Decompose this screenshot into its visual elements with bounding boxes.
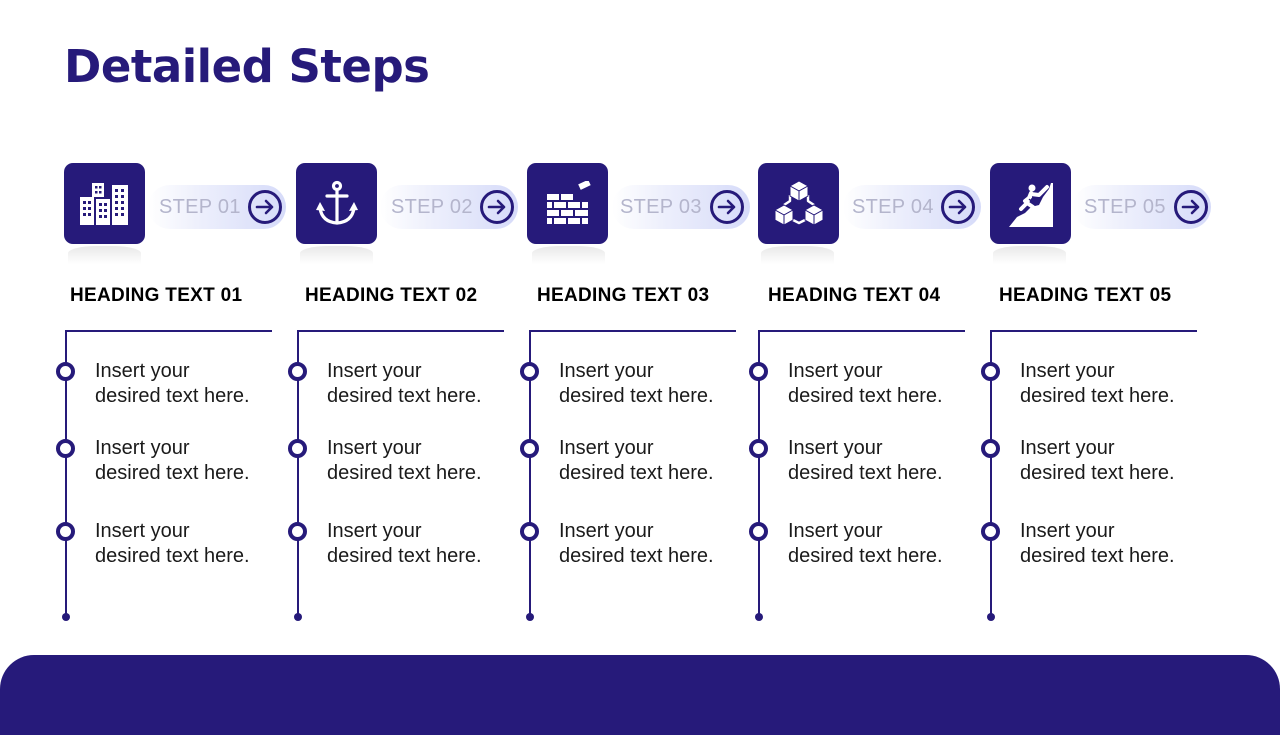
bullet-marker	[981, 522, 1000, 541]
timeline-line	[758, 330, 760, 617]
climber-icon	[1008, 182, 1053, 227]
bullet-marker	[520, 362, 539, 381]
timeline-end-dot	[294, 613, 302, 621]
bullet-marker	[288, 362, 307, 381]
next-step-button[interactable]	[710, 190, 744, 224]
divider-line	[65, 330, 272, 332]
arrow-right-icon	[487, 199, 506, 215]
divider-line	[758, 330, 965, 332]
bullet-marker	[288, 522, 307, 541]
step-heading: HEADING TEXT 04	[768, 285, 941, 306]
anchor-icon	[315, 180, 358, 225]
icon-reflection	[761, 246, 834, 264]
timeline-end-dot	[755, 613, 763, 621]
timeline-line	[65, 330, 67, 617]
bullet-marker	[520, 439, 539, 458]
page-title: Detailed Steps	[64, 40, 430, 93]
step-icon-tile	[990, 163, 1071, 244]
bullet-marker	[749, 362, 768, 381]
brick-wall-icon	[546, 180, 591, 224]
timeline-line	[990, 330, 992, 617]
step-label: STEP 02	[391, 196, 473, 218]
bullet-marker	[749, 439, 768, 458]
step-icon-tile	[758, 163, 839, 244]
arrow-right-icon	[948, 199, 967, 215]
arrow-right-icon	[255, 199, 274, 215]
divider-line	[297, 330, 504, 332]
bullet-marker	[981, 439, 1000, 458]
bullet-marker	[56, 522, 75, 541]
timeline-end-dot	[526, 613, 534, 621]
step-heading: HEADING TEXT 05	[999, 285, 1172, 306]
bullet-marker	[520, 522, 539, 541]
bullet-marker	[56, 439, 75, 458]
step-heading: HEADING TEXT 01	[70, 285, 243, 306]
icon-reflection	[300, 246, 373, 264]
step-heading: HEADING TEXT 03	[537, 285, 710, 306]
connected-cubes-icon	[773, 179, 824, 226]
icon-reflection	[68, 246, 141, 264]
bullet-marker	[749, 522, 768, 541]
step-heading: HEADING TEXT 02	[305, 285, 478, 306]
step-label: STEP 05	[1084, 196, 1166, 218]
step-label: STEP 03	[620, 196, 702, 218]
next-step-button[interactable]	[941, 190, 975, 224]
step-icon-tile	[296, 163, 377, 244]
divider-line	[990, 330, 1197, 332]
divider-line	[529, 330, 736, 332]
buildings-icon	[79, 182, 128, 225]
step-icon-tile	[64, 163, 145, 244]
icon-reflection	[532, 246, 605, 264]
timeline-end-dot	[62, 613, 70, 621]
step-icon-tile	[527, 163, 608, 244]
step-label: STEP 04	[852, 196, 934, 218]
timeline-line	[529, 330, 531, 617]
next-step-button[interactable]	[1174, 190, 1208, 224]
next-step-button[interactable]	[480, 190, 514, 224]
timeline-end-dot	[987, 613, 995, 621]
footer-band	[0, 655, 1280, 735]
icon-reflection	[993, 246, 1066, 264]
bullet-marker	[56, 362, 75, 381]
bullet-marker	[981, 362, 1000, 381]
arrow-right-icon	[717, 199, 736, 215]
arrow-right-icon	[1181, 199, 1200, 215]
next-step-button[interactable]	[248, 190, 282, 224]
step-label: STEP 01	[159, 196, 241, 218]
bullet-marker	[288, 439, 307, 458]
timeline-line	[297, 330, 299, 617]
